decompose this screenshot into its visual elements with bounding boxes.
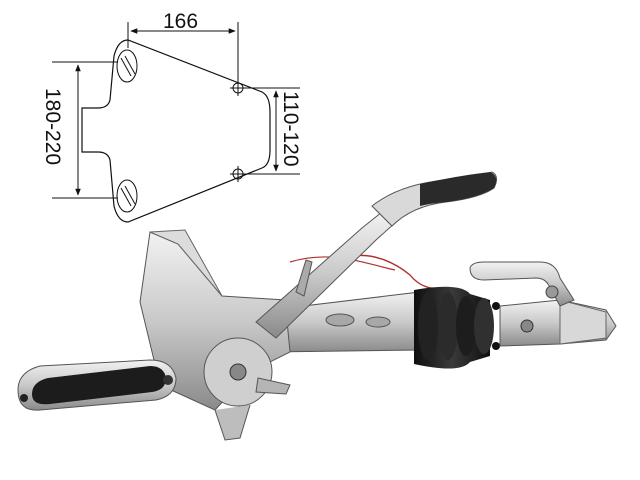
rubber-bellows [414,286,500,369]
mounting-plate-drawing: 166 180-220 110-120 [41,10,302,223]
top-slot [116,49,138,83]
bottom-slot [116,179,138,213]
coupling-handle [469,261,575,307]
rubber-buffer [32,366,166,405]
lower-bolt-hole [230,166,246,182]
top-dimension-label: 166 [163,10,198,33]
plate-outline [81,39,271,223]
upper-bolt-hole [230,80,246,96]
buffer-bolt [20,394,28,402]
right-dimension-label: 110-120 [279,91,302,167]
left-dimension-label: 180-220 [41,88,64,165]
overrun-coupling-illustration [17,171,617,441]
